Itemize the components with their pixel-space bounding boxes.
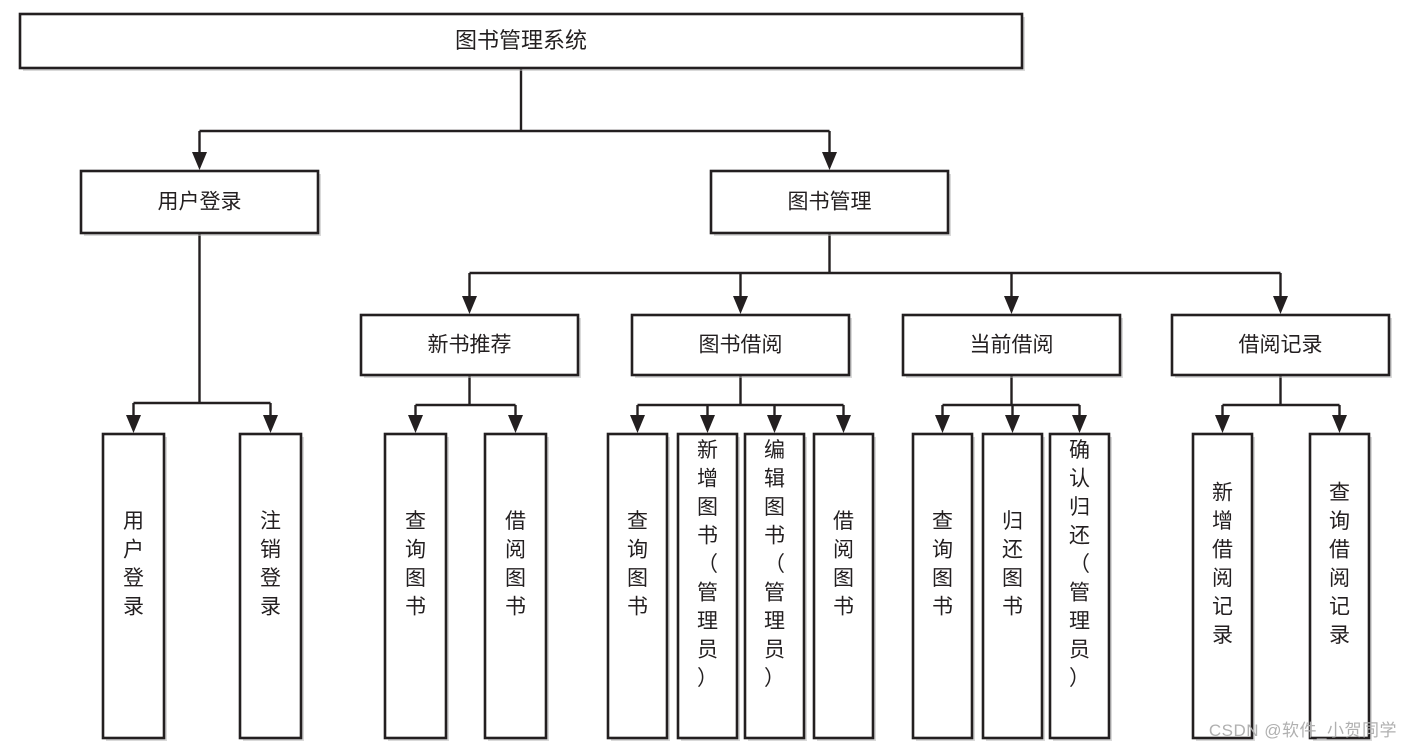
- node-box[interactable]: [359, 313, 580, 377]
- node-lf-7[interactable]: 编辑图书（管理员）: [743, 432, 807, 741]
- node-lf-4[interactable]: 借阅图书: [483, 432, 549, 741]
- node-lf-10[interactable]: 归还图书: [981, 432, 1045, 741]
- connector-group: [126, 233, 278, 433]
- connector-group: [1215, 375, 1347, 433]
- node-lf-11[interactable]: 确认归还（管理员）: [1048, 432, 1112, 741]
- node-label: 借阅图书: [505, 510, 526, 619]
- node-box[interactable]: [812, 432, 875, 740]
- node-lf-6[interactable]: 新增图书（管理员）: [676, 432, 740, 741]
- node-box[interactable]: [1191, 432, 1254, 740]
- connector-group: [630, 375, 851, 433]
- node-label: 确认归还（管理员）: [1069, 439, 1090, 690]
- node-box[interactable]: [101, 432, 166, 740]
- node-lf-8[interactable]: 借阅图书: [812, 432, 876, 741]
- node-label: 借阅记录: [1239, 334, 1323, 357]
- node-label: 新增借阅记录: [1212, 482, 1233, 648]
- node-box[interactable]: [630, 313, 851, 377]
- node-box[interactable]: [676, 432, 739, 740]
- connector-group: [408, 375, 523, 433]
- node-box[interactable]: [18, 12, 1024, 70]
- node-box[interactable]: [981, 432, 1044, 740]
- node-label: 借阅图书: [833, 510, 854, 619]
- node-label: 查询图书: [627, 510, 648, 619]
- node-lf-5[interactable]: 查询图书: [606, 432, 670, 741]
- node-label: 查询图书: [932, 510, 953, 619]
- node-label: 当前借阅: [970, 334, 1054, 357]
- connector-group: [462, 233, 1288, 314]
- node-lf-9[interactable]: 查询图书: [911, 432, 975, 741]
- node-label: 编辑图书（管理员）: [764, 439, 785, 690]
- connector-group: [192, 68, 837, 170]
- node-box[interactable]: [1170, 313, 1391, 377]
- node-label: 归还图书: [1002, 510, 1023, 619]
- node-box[interactable]: [79, 169, 320, 235]
- node-box[interactable]: [911, 432, 974, 740]
- node-label: 注销登录: [260, 510, 281, 619]
- node-box[interactable]: [483, 432, 548, 740]
- node-l2-1[interactable]: 用户登录: [79, 169, 321, 236]
- node-root[interactable]: 图书管理系统: [18, 12, 1025, 71]
- node-lf-12[interactable]: 新增借阅记录: [1191, 432, 1255, 741]
- connector-layer: [126, 68, 1347, 433]
- node-lf-2[interactable]: 注销登录: [238, 432, 304, 741]
- node-box[interactable]: [743, 432, 806, 740]
- node-lf-1[interactable]: 用户登录: [101, 432, 167, 741]
- node-label: 查询图书: [405, 510, 426, 619]
- node-label: 图书借阅: [699, 334, 783, 357]
- node-lf-3[interactable]: 查询图书: [383, 432, 449, 741]
- node-l3-3[interactable]: 当前借阅: [901, 313, 1123, 378]
- node-label: 新增图书（管理员）: [697, 439, 718, 690]
- node-l3-2[interactable]: 图书借阅: [630, 313, 852, 378]
- node-label: 图书管理系统: [455, 28, 587, 53]
- node-label: 图书管理: [788, 191, 872, 214]
- node-box[interactable]: [238, 432, 303, 740]
- node-box[interactable]: [1308, 432, 1371, 740]
- node-box[interactable]: [606, 432, 669, 740]
- node-label: 新书推荐: [428, 334, 512, 357]
- node-label: 查询借阅记录: [1329, 482, 1350, 648]
- node-l2-2[interactable]: 图书管理: [709, 169, 951, 236]
- node-box[interactable]: [901, 313, 1122, 377]
- node-l3-1[interactable]: 新书推荐: [359, 313, 581, 378]
- node-layer: 图书管理系统用户登录图书管理新书推荐图书借阅当前借阅借阅记录用户登录注销登录查询…: [18, 12, 1392, 741]
- node-box[interactable]: [709, 169, 950, 235]
- connector-group: [935, 375, 1087, 433]
- node-box[interactable]: [1048, 432, 1111, 740]
- node-label: 用户登录: [123, 510, 144, 619]
- node-l3-4[interactable]: 借阅记录: [1170, 313, 1392, 378]
- node-label: 用户登录: [158, 191, 242, 214]
- node-lf-13[interactable]: 查询借阅记录: [1308, 432, 1372, 741]
- node-box[interactable]: [383, 432, 448, 740]
